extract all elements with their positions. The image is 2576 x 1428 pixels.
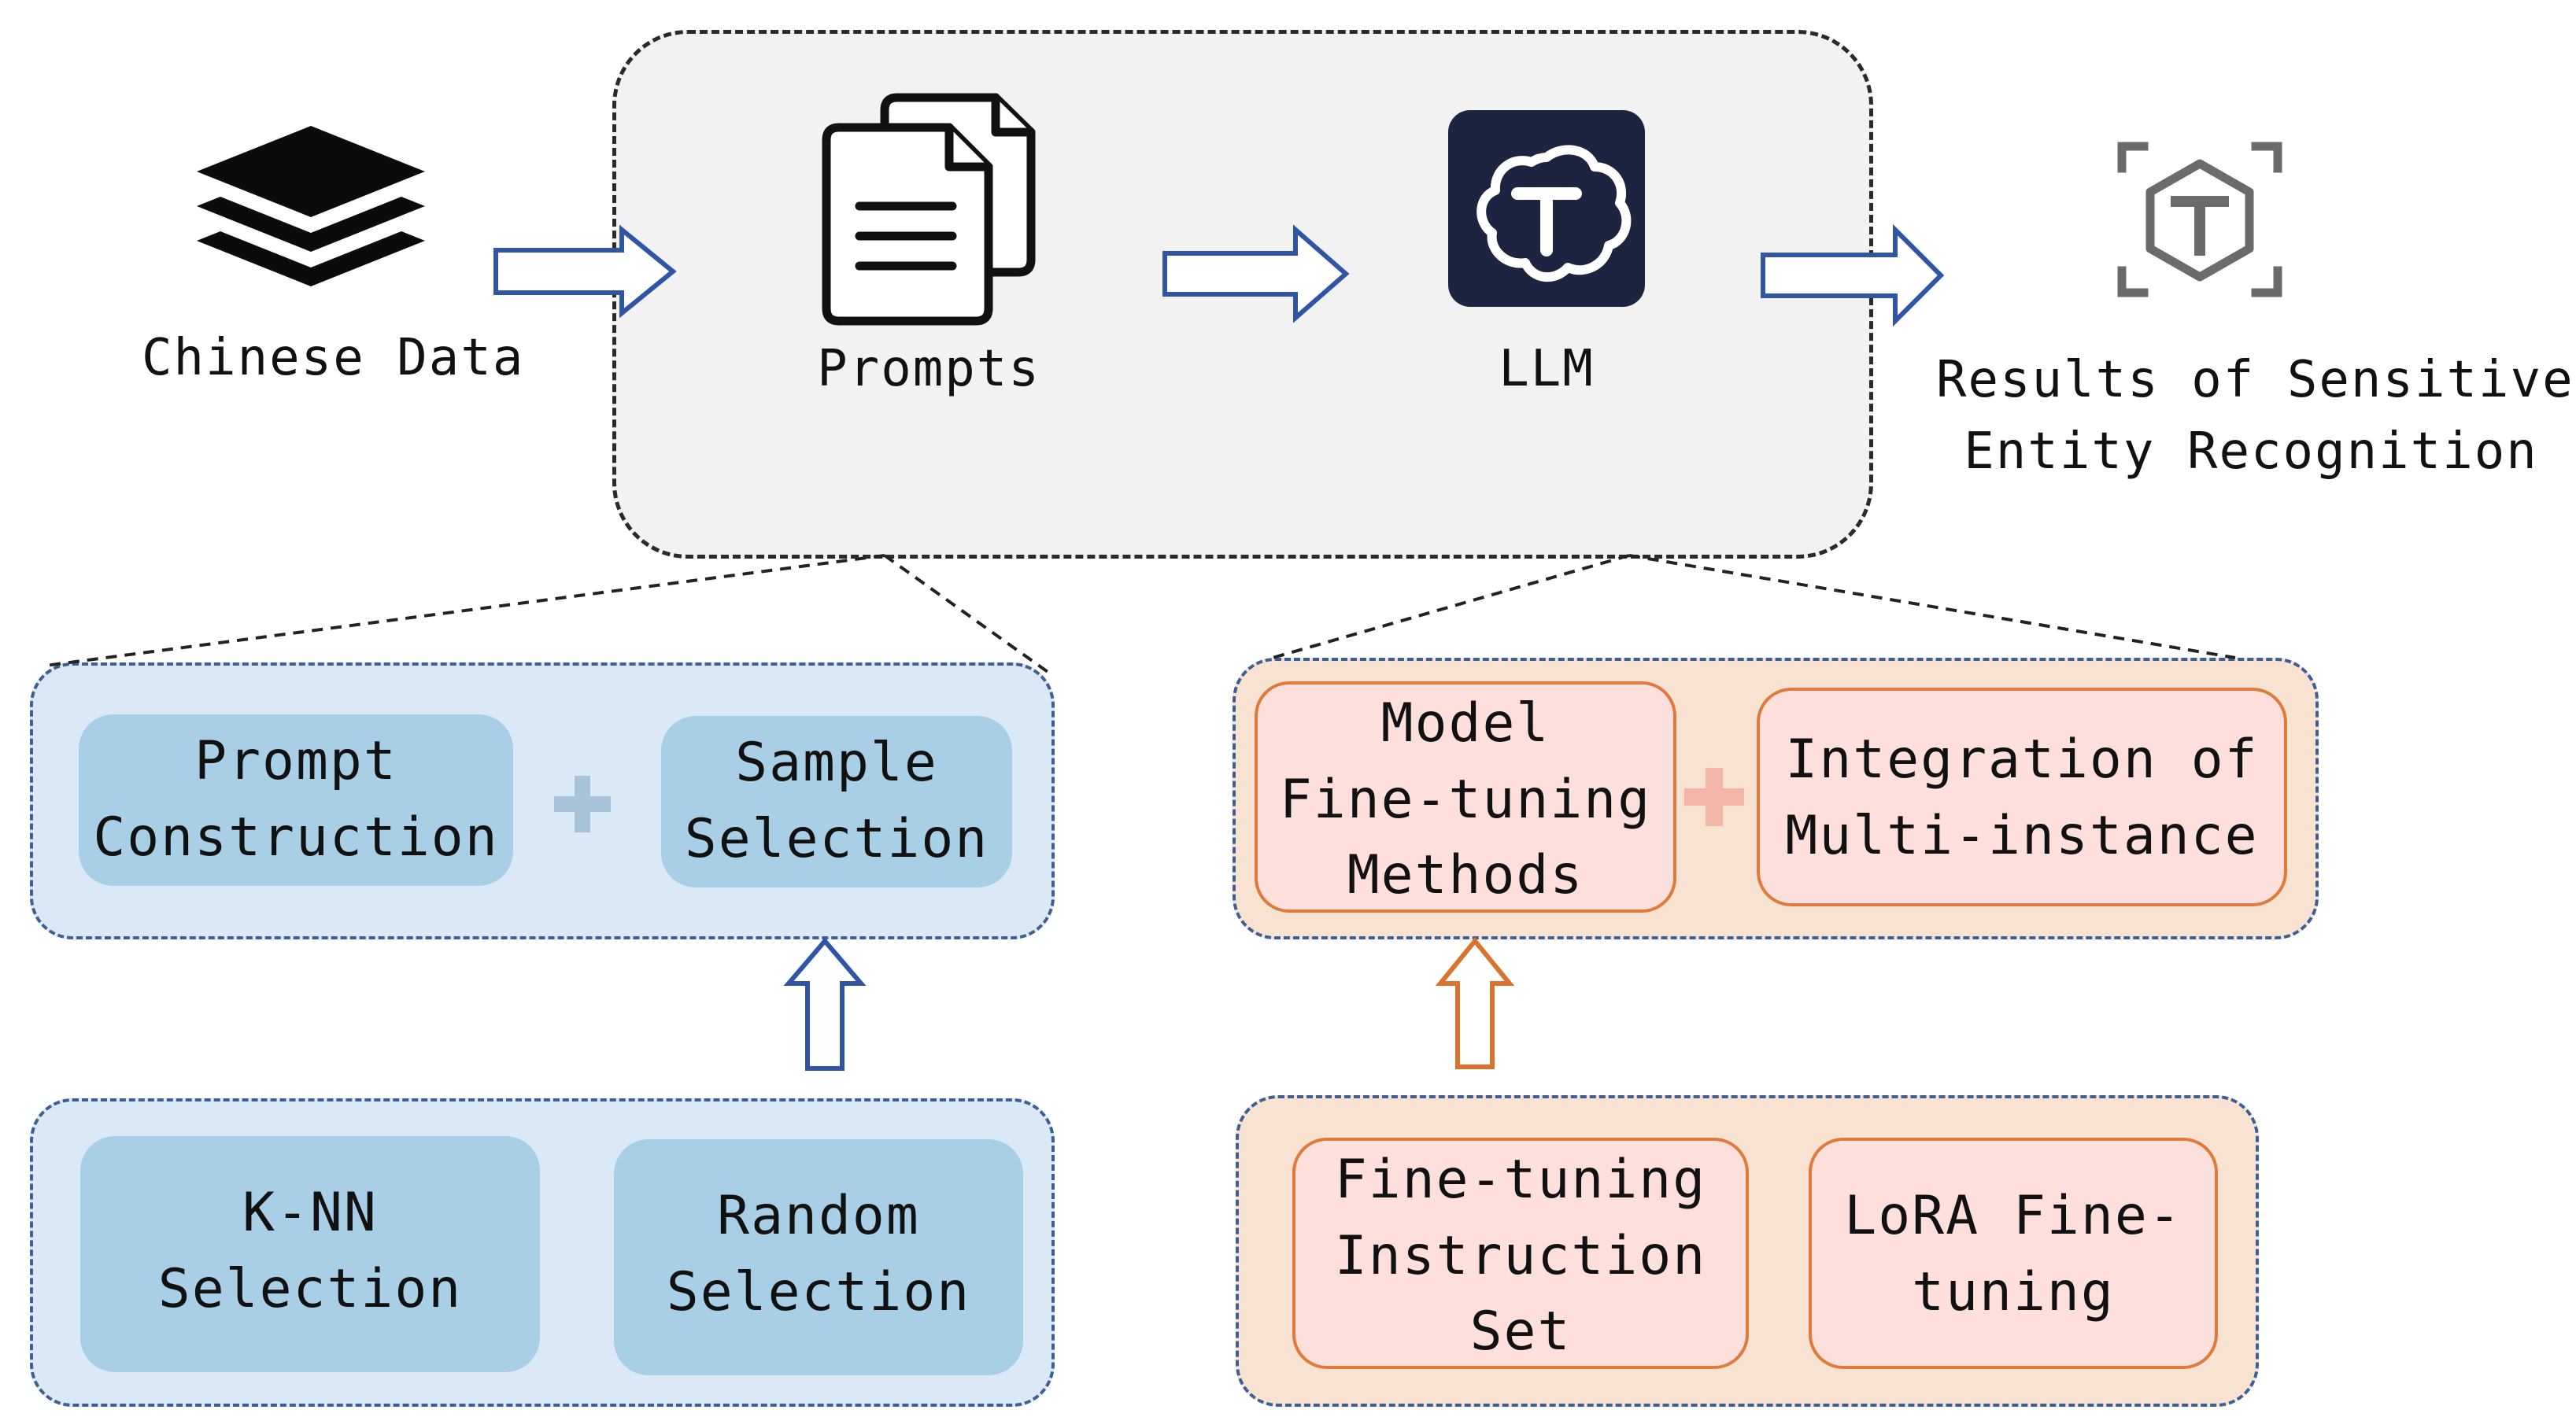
output-label: Results of Sensitive Entity Recognition xyxy=(1936,345,2574,488)
connector-line xyxy=(1266,554,1630,661)
box-label-line: Instruction xyxy=(1334,1224,1707,1287)
box-label-line: Fine-tuning xyxy=(1334,1149,1707,1211)
arrow-up xyxy=(783,937,867,1071)
box-label-line: Construction xyxy=(93,806,499,869)
box-label-line: Set xyxy=(1469,1301,1572,1363)
arrow-right xyxy=(493,224,677,319)
lora-fine-tuning-box xyxy=(1809,1138,2218,1369)
connector-line xyxy=(1628,554,2236,659)
box-label-line: Selection xyxy=(684,807,989,870)
prompts-label: Prompts xyxy=(817,340,1040,398)
model-fine-tuning-label: Model Fine-tuning Methods xyxy=(1255,686,1676,914)
connector-line xyxy=(883,554,1051,675)
plus-icon xyxy=(1684,768,1744,826)
random-selection-box xyxy=(614,1139,1023,1375)
recognition-result-icon xyxy=(2117,142,2282,297)
box-label-line: Random xyxy=(717,1185,920,1247)
llm-label: LLM xyxy=(1499,340,1595,398)
arrow-up xyxy=(1435,937,1515,1069)
box-label-line: tuning xyxy=(1912,1260,2115,1323)
output-label-line: Entity Recognition xyxy=(1964,422,2538,481)
box-label-line: Multi-instance xyxy=(1785,804,2259,867)
connector-line xyxy=(45,554,885,667)
instruction-set-box xyxy=(1292,1138,1749,1369)
box-label-line: LoRA Fine- xyxy=(1844,1185,2182,1247)
output-label-line: Results of Sensitive xyxy=(1936,351,2574,409)
knn-selection-label: K-NN Selection xyxy=(80,1175,540,1327)
llm-logo-icon xyxy=(1448,110,1645,307)
sample-selection-box xyxy=(661,716,1012,887)
box-label-line: Selection xyxy=(666,1260,971,1323)
box-label-line: Fine-tuning xyxy=(1279,768,1652,831)
prompt-construction-box xyxy=(79,714,513,886)
documents-icon xyxy=(822,93,1036,326)
box-label-line: K-NN xyxy=(242,1182,378,1244)
input-label: Chinese Data xyxy=(142,329,525,387)
box-label-line: Prompt xyxy=(194,730,397,792)
model-fine-tuning-box xyxy=(1255,681,1676,913)
multi-instance-integration-box xyxy=(1757,688,2287,906)
lora-fine-tuning-label: LoRA Fine- tuning xyxy=(1809,1179,2218,1330)
prompt-construction-label: Prompt Construction xyxy=(79,724,513,876)
box-label-line: Sample xyxy=(735,732,938,794)
multi-instance-integration-label: Integration of Multi-instance xyxy=(1757,722,2287,874)
stack-layers-icon xyxy=(197,126,425,286)
knn-selection-box xyxy=(80,1136,540,1372)
instruction-set-label: Fine-tuning Instruction Set xyxy=(1292,1142,1749,1371)
arrow-right xyxy=(1761,223,1945,327)
box-label-line: Model xyxy=(1380,692,1550,755)
arrow-right xyxy=(1162,224,1350,323)
box-label-line: Methods xyxy=(1347,844,1584,907)
plus-icon xyxy=(554,776,611,832)
random-selection-label: Random Selection xyxy=(614,1179,1023,1330)
sample-selection-label: Sample Selection xyxy=(661,725,1012,877)
box-label-line: Integration of xyxy=(1785,729,2259,791)
box-label-line: Selection xyxy=(157,1257,463,1320)
